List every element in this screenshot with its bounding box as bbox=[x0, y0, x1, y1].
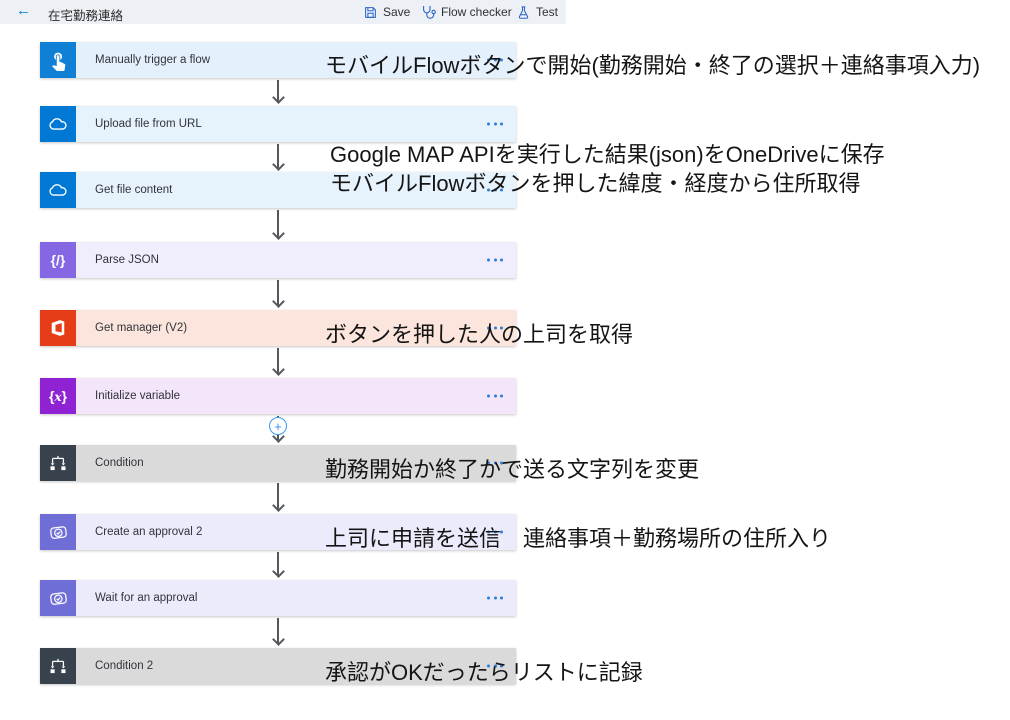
approval-check-icon bbox=[40, 514, 76, 550]
step-initialize-variable[interactable]: {x} Initialize variable bbox=[40, 378, 516, 414]
card-menu-ellipsis[interactable] bbox=[487, 530, 503, 534]
hand-touch-icon bbox=[40, 42, 76, 78]
step-label: Wait for an approval bbox=[95, 592, 198, 604]
connector-arrow bbox=[277, 80, 279, 102]
step-get-file-content[interactable]: Get file content bbox=[40, 172, 516, 208]
connector-arrow bbox=[277, 348, 279, 374]
card-menu-ellipsis[interactable] bbox=[487, 122, 503, 126]
annotation-latlng-address: モバイルFlowボタンを押した緯度・経度から住所取得 bbox=[330, 171, 861, 196]
annotation-record-list: 承認がOKだったらリストに記録 bbox=[325, 660, 643, 685]
test-label: Test bbox=[536, 5, 559, 19]
flask-icon bbox=[516, 5, 531, 20]
step-manually-trigger-a-flow[interactable]: Manually trigger a flow bbox=[40, 42, 516, 78]
condition-branch-icon bbox=[40, 648, 76, 684]
variable-braces-icon: {x} bbox=[40, 378, 76, 414]
step-label: Parse JSON bbox=[95, 254, 159, 266]
braces-slash-icon: {/} bbox=[40, 242, 76, 278]
onedrive-cloud-icon bbox=[40, 172, 76, 208]
step-upload-file-from-url[interactable]: Upload file from URL bbox=[40, 106, 516, 142]
annotation-send-approval: 上司に申請を送信 連絡事項＋勤務場所の住所入り bbox=[325, 526, 832, 551]
step-create-an-approval-2[interactable]: Create an approval 2 bbox=[40, 514, 516, 550]
insert-step-plus-button[interactable]: + bbox=[269, 417, 287, 435]
stethoscope-icon bbox=[420, 4, 436, 20]
annotation-gmap-save: Google MAP APIを実行した結果(json)をOneDriveに保存 bbox=[330, 142, 885, 167]
annotation-condition-string: 勤務開始か終了かで送る文字列を変更 bbox=[325, 457, 700, 482]
top-command-bar: ← 在宅勤務連絡 Save Flow checker bbox=[0, 0, 566, 24]
step-label: Create an approval 2 bbox=[95, 526, 203, 538]
office-logo-icon bbox=[40, 310, 76, 346]
step-parse-json[interactable]: {/} Parse JSON bbox=[40, 242, 516, 278]
connector-arrow bbox=[277, 618, 279, 644]
connector-arrow bbox=[277, 210, 279, 238]
test-button[interactable]: Test bbox=[516, 0, 558, 24]
save-label: Save bbox=[383, 5, 411, 19]
step-condition[interactable]: Condition bbox=[40, 445, 516, 481]
step-label: Get manager (V2) bbox=[95, 322, 188, 334]
connector-arrow bbox=[277, 483, 279, 510]
card-menu-ellipsis[interactable] bbox=[487, 58, 503, 62]
step-condition-2[interactable]: Condition 2 bbox=[40, 648, 516, 684]
connector-arrow bbox=[277, 280, 279, 306]
step-label: Manually trigger a flow bbox=[95, 54, 211, 66]
step-wait-for-an-approval[interactable]: Wait for an approval bbox=[40, 580, 516, 616]
back-arrow-icon[interactable]: ← bbox=[16, 2, 31, 19]
flow-checker-button[interactable]: Flow checker bbox=[420, 0, 512, 24]
step-label: Get file content bbox=[95, 184, 173, 196]
condition-branch-icon bbox=[40, 445, 76, 481]
step-label: Initialize variable bbox=[95, 390, 181, 402]
connector-arrow bbox=[277, 144, 279, 169]
approval-check-icon bbox=[40, 580, 76, 616]
save-floppy-icon bbox=[363, 5, 378, 20]
annotation-get-manager: ボタンを押した人の上司を取得 bbox=[325, 322, 634, 347]
card-menu-ellipsis[interactable] bbox=[487, 188, 503, 192]
step-label: Condition 2 bbox=[95, 660, 154, 672]
step-label: Condition bbox=[95, 457, 144, 469]
card-menu-ellipsis[interactable] bbox=[487, 258, 503, 262]
step-get-manager-v2[interactable]: Get manager (V2) bbox=[40, 310, 516, 346]
onedrive-cloud-icon bbox=[40, 106, 76, 142]
flow-checker-label: Flow checker bbox=[441, 5, 512, 19]
connector-arrow bbox=[277, 552, 279, 576]
step-label: Upload file from URL bbox=[95, 118, 202, 130]
card-menu-ellipsis[interactable] bbox=[487, 461, 503, 465]
card-menu-ellipsis[interactable] bbox=[487, 394, 503, 398]
card-menu-ellipsis[interactable] bbox=[487, 664, 503, 668]
flow-title: 在宅勤務連絡 bbox=[48, 9, 124, 23]
annotation-trigger: モバイルFlowボタンで開始(勤務開始・終了の選択＋連絡事項入力) bbox=[325, 53, 981, 78]
card-menu-ellipsis[interactable] bbox=[487, 326, 503, 330]
card-menu-ellipsis[interactable] bbox=[487, 596, 503, 600]
save-button[interactable]: Save bbox=[363, 0, 410, 24]
